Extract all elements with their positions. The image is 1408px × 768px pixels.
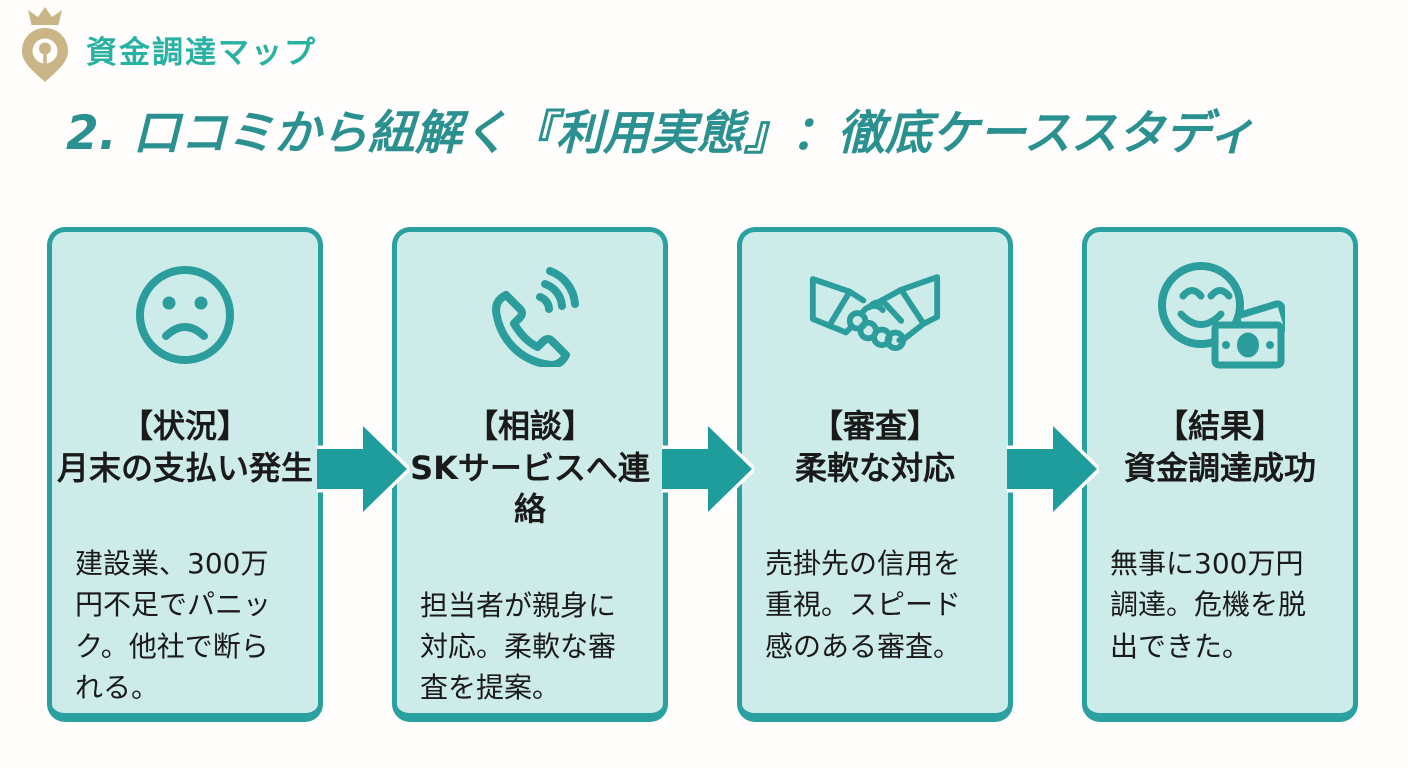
step-label: 【審査】 [810, 407, 939, 445]
step-card-situation: 【状況】 月末の支払い発生 建設業、300万円不足でパニック。他社で断られる。 [47, 227, 323, 722]
step-card-result: 【結果】 資金調達成功 無事に300万円調達。危機を脱出できた。 [1082, 227, 1358, 722]
flow-arrow-icon [317, 426, 409, 512]
step-label: 【状況】 [120, 407, 249, 445]
flow-arrow-icon [1007, 426, 1099, 512]
step-card-consultation: 【相談】 SKサービスへ連絡 担当者が親身に対応。柔軟な審査を提案。 [392, 227, 668, 722]
step-name: 月末の支払い発生 [56, 448, 313, 487]
step-label: 【結果】 [1155, 407, 1284, 445]
step-label: 【相談】 [465, 407, 594, 445]
flow-arrow-icon [662, 426, 754, 512]
sad-face-icon [52, 260, 318, 370]
handshake-icon [742, 260, 1008, 370]
step-name: 柔軟な対応 [794, 448, 955, 487]
step-title: 【状況】 月末の支払い発生 [52, 406, 318, 489]
step-title: 【審査】 柔軟な対応 [742, 406, 1008, 489]
smiley-money-icon [1087, 260, 1353, 370]
step-title: 【結果】 資金調達成功 [1087, 406, 1353, 489]
step-description: 担当者が親身に対応。柔軟な審査を提案。 [420, 588, 617, 705]
page-title: 2. 口コミから紐解く『利用実態』：徹底ケーススタディ [66, 106, 1256, 161]
step-name: SKサービスへ連絡 [410, 448, 650, 529]
step-description: 無事に300万円調達。危機を脱出できた。 [1110, 547, 1307, 663]
step-card-screening: 【審査】 柔軟な対応 売掛先の信用を重視。スピード感のある審査。 [737, 227, 1013, 722]
step-description: 建設業、300万円不足でパニック。他社で断られる。 [75, 547, 272, 704]
step-name: 資金調達成功 [1123, 448, 1316, 487]
brand-logo-text: 資金調達マップ [86, 35, 317, 71]
step-description: 売掛先の信用を重視。スピード感のある審査。 [765, 547, 962, 663]
step-title: 【相談】 SKサービスへ連絡 [397, 406, 663, 531]
phone-call-icon [397, 260, 663, 370]
crown-map-pin-icon [14, 6, 76, 84]
